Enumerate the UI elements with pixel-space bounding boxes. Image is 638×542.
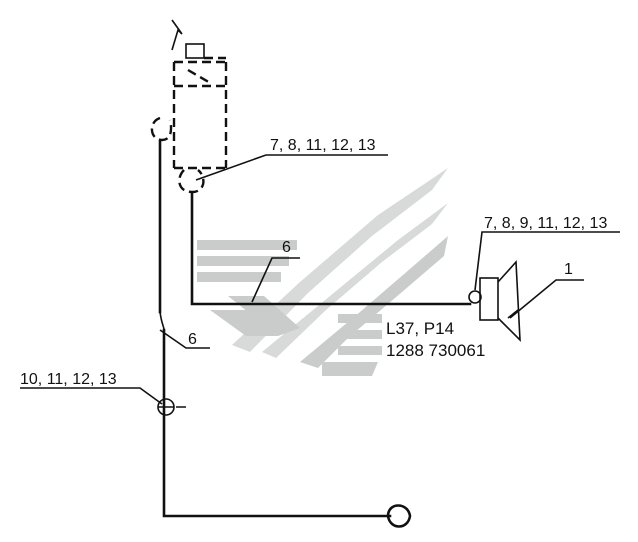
connector-horn	[468, 290, 482, 304]
leader-6-top	[251, 257, 300, 303]
horn-icon	[479, 260, 521, 343]
wire-to-horn	[190, 192, 472, 306]
connector-box-top	[185, 43, 205, 59]
connectors	[157, 290, 482, 528]
leader-item1	[509, 279, 584, 319]
leader-upper	[195, 154, 388, 181]
ground-connector	[386, 504, 412, 528]
connector-left	[150, 116, 173, 142]
wire-branch	[159, 311, 165, 331]
callout-upper: 7, 8, 11, 12, 13	[270, 137, 376, 154]
reference-line-1: L37, P14	[386, 319, 454, 338]
callout-right: 7, 8, 9, 11, 12, 13	[484, 215, 607, 232]
wire-left-bottom	[162, 328, 392, 518]
callout-left: 10, 11, 12, 13	[20, 371, 117, 388]
antenna-mark	[171, 19, 183, 51]
watermark-logo	[197, 168, 448, 376]
reference-line-2: 1288 730061	[386, 341, 485, 360]
wire-6-left-label: 6	[188, 331, 197, 348]
leader-left	[20, 387, 163, 405]
wires	[158, 140, 472, 518]
leader-6-left	[159, 329, 210, 349]
leader-lines	[20, 154, 620, 405]
wire-6-top-label: 6	[282, 239, 291, 256]
top-component	[150, 19, 228, 194]
item-1-label: 1	[564, 261, 573, 278]
connector-lower	[178, 169, 205, 194]
leader-right	[474, 231, 620, 291]
